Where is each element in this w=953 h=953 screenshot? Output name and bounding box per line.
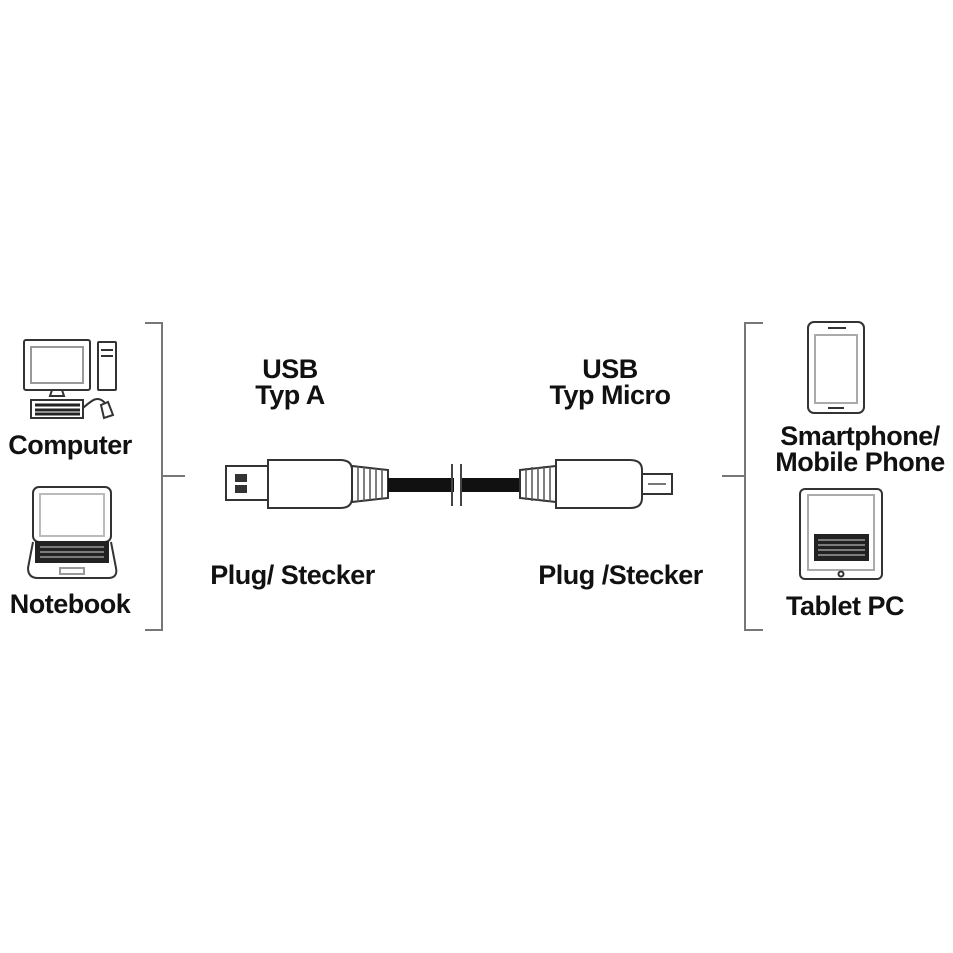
- smartphone-icon: [807, 321, 865, 414]
- notebook-icon: [26, 486, 118, 579]
- computer-label: Computer: [8, 430, 132, 460]
- connector-b-type: Typ Micro: [549, 380, 671, 410]
- usb-type-a-plug: [225, 459, 389, 509]
- tablet-icon: [799, 488, 883, 580]
- connector-a-title: USB: [262, 354, 318, 384]
- usb-micro-plug: [519, 459, 673, 509]
- left-bracket: [145, 322, 185, 631]
- connector-b-caption: Plug /Stecker: [538, 560, 703, 590]
- right-bracket: [722, 322, 763, 631]
- connector-a-caption: Plug/ Stecker: [210, 560, 375, 590]
- notebook-label: Notebook: [9, 589, 131, 619]
- connector-a-type: Typ A: [255, 380, 325, 410]
- desktop-computer-icon: [23, 339, 117, 420]
- smartphone-label-line2: Mobile Phone: [775, 447, 945, 477]
- cable: [388, 464, 520, 506]
- smartphone-label-line1: Smartphone/: [780, 421, 940, 451]
- connector-b-title: USB: [582, 354, 638, 384]
- tablet-label: Tablet PC: [785, 591, 905, 621]
